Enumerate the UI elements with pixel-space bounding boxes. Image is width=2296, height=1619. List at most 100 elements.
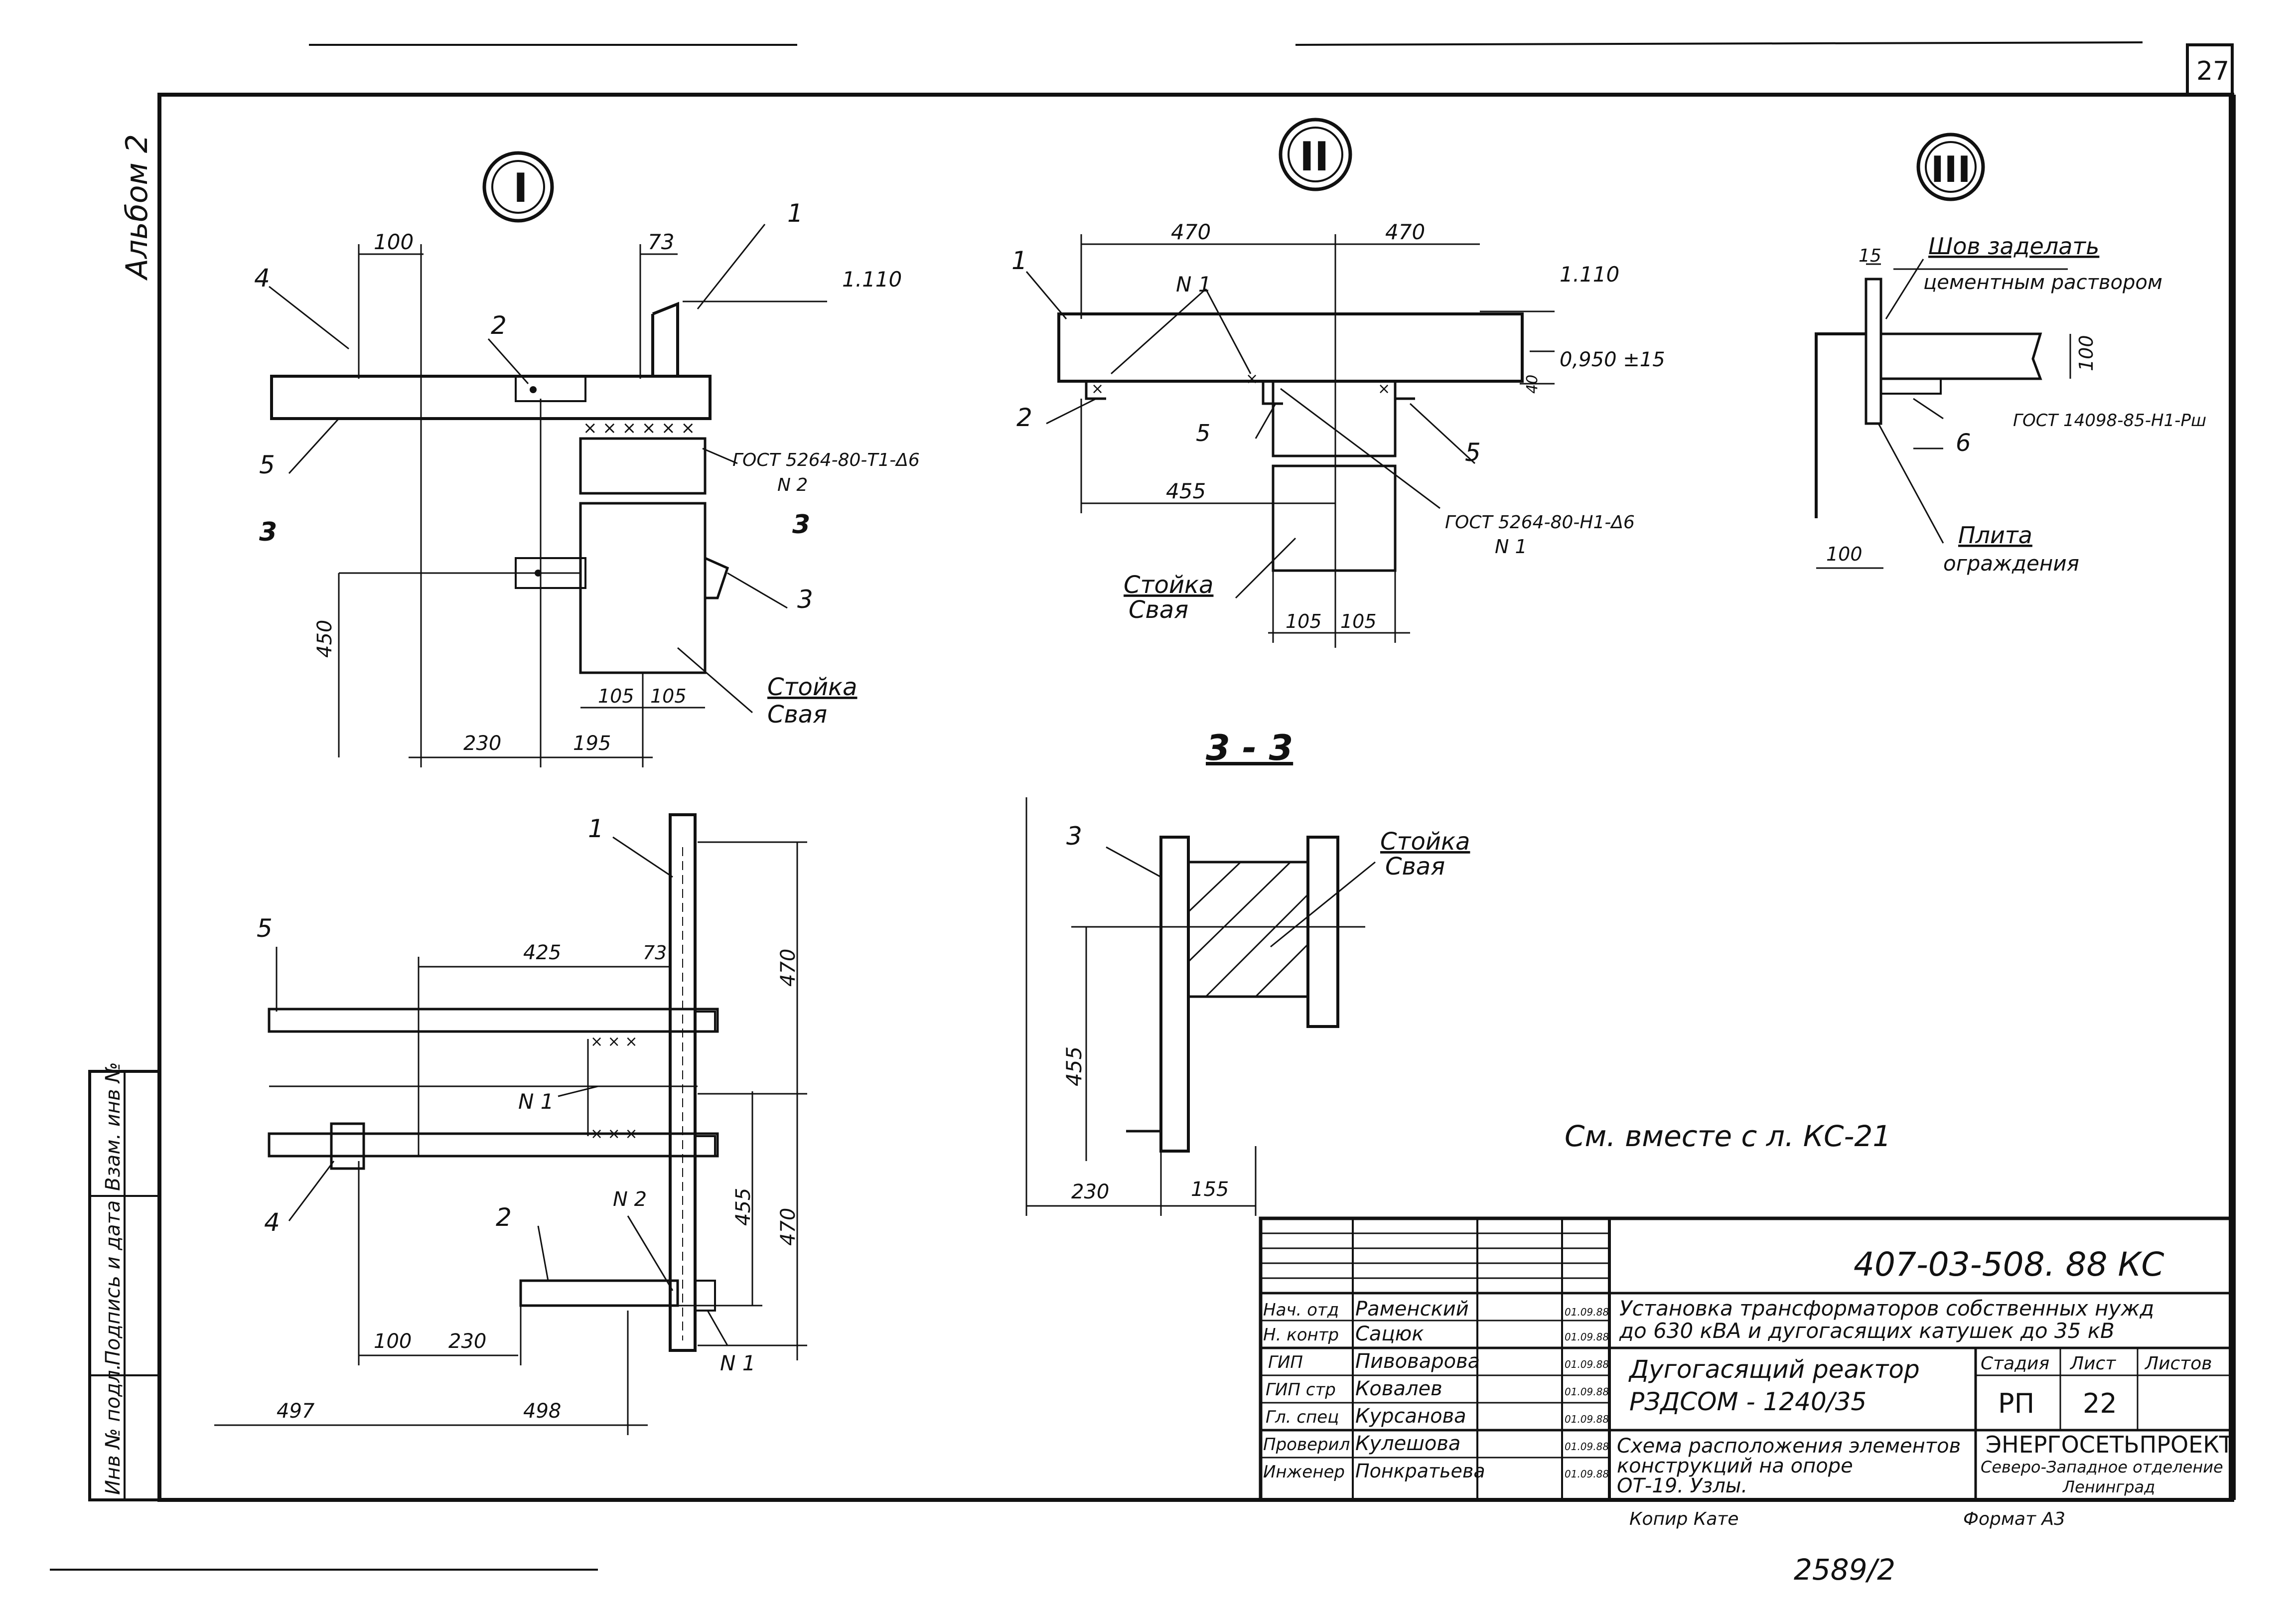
tb-code: 407-03-508. 88 КС bbox=[1854, 1245, 2164, 1284]
plan-dim-498: 498 bbox=[523, 1400, 561, 1423]
plan-n1a: N 1 bbox=[518, 1089, 554, 1114]
tb-org2: Северо-Западное отделение bbox=[1981, 1458, 2223, 1476]
detail-II-marker: II bbox=[1299, 134, 1329, 180]
tb-sheet-label: Лист bbox=[2069, 1353, 2116, 1374]
plan-dim-470a: 470 bbox=[777, 949, 800, 987]
plan-pos5: 5 bbox=[257, 914, 273, 943]
detail-II: II × × × 470 470 1.110 0,950 ±15 40 bbox=[1011, 118, 1665, 648]
detail-I-dim-230: 230 bbox=[463, 732, 501, 755]
inventory-number: 2589/2 bbox=[1794, 1553, 1895, 1587]
svg-text:× × ×: × × × bbox=[590, 1033, 637, 1050]
plan-view: × × × × × × 1 2 4 5 425 73 470 470 455 N… bbox=[214, 813, 807, 1435]
detail-III-gost: ГОСТ 14098-85-Н1-Рш bbox=[2013, 411, 2206, 431]
tb-person-date: 01.09.88 bbox=[1565, 1306, 1609, 1318]
tb-org1: ЭНЕРГОСЕТЬПРОЕКТ bbox=[1986, 1431, 2234, 1458]
detail-II-elev1: 1.110 bbox=[1560, 262, 1619, 287]
detail-I-svaya: Свая bbox=[767, 701, 827, 729]
tb-people: Нач. отд Раменский 01.09.88 Н. контр Сац… bbox=[1263, 1298, 1609, 1482]
see-also-note: См. вместе с л. КС-21 bbox=[1565, 1119, 1891, 1153]
tb-person-date: 01.09.88 bbox=[1565, 1331, 1609, 1343]
tb-stage: РП bbox=[1998, 1388, 2034, 1419]
tb-desc-line3: ОТ-19. Узлы. bbox=[1617, 1474, 1747, 1497]
section-3-3-dim-230: 230 bbox=[1071, 1180, 1109, 1203]
tb-person-name: Кулешова bbox=[1355, 1432, 1460, 1455]
tb-subtitle-line2: РЗДСОМ - 1240/35 bbox=[1629, 1387, 1866, 1416]
detail-III-note2: цементным раствором bbox=[1923, 271, 2162, 294]
detail-II-dim-455: 455 bbox=[1166, 479, 1206, 503]
title-block: 407-03-508. 88 КС Установка трансформато… bbox=[1259, 1216, 2234, 1502]
tb-person-role: Нач. отд bbox=[1263, 1300, 1339, 1320]
detail-II-svaya: Свая bbox=[1129, 596, 1188, 624]
detail-I-gost: ГОСТ 5264-80-Т1-Δ6 bbox=[732, 450, 920, 470]
svg-text:×: × bbox=[1091, 380, 1104, 398]
sheet-frame bbox=[157, 93, 2234, 1502]
detail-III-plita1: Плита bbox=[1958, 522, 2032, 549]
detail-I-elev: 1.110 bbox=[842, 267, 902, 292]
section-3-3: 3 - 3 3 Стойка Свая 455 230 155 bbox=[1025, 728, 1470, 1216]
detail-I-stoika: Стойка bbox=[767, 673, 857, 701]
svg-text:×: × bbox=[1246, 370, 1258, 388]
tb-person-role: Гл. спец bbox=[1266, 1407, 1339, 1427]
tb-title-line1: Установка трансформаторов собственных ну… bbox=[1619, 1296, 2154, 1321]
detail-I-dim-73: 73 bbox=[648, 230, 674, 254]
tb-person-date: 01.09.88 bbox=[1565, 1468, 1609, 1480]
detail-II-dim-40: 40 bbox=[1524, 375, 1541, 394]
detail-III-dim-15: 15 bbox=[1859, 246, 1881, 266]
tb-stage-label: Стадия bbox=[1981, 1353, 2049, 1374]
detail-III: III 15 Шов заделать цементным раствором … bbox=[1815, 133, 2206, 576]
plan-dim-470b: 470 bbox=[777, 1208, 800, 1246]
detail-I-pos2: 2 bbox=[491, 311, 507, 340]
detail-I-dim-450: 450 bbox=[313, 620, 336, 658]
copied-note: Копир Кате bbox=[1629, 1509, 1739, 1529]
tb-person-row: ГИП стр Ковалев 01.09.88 bbox=[1266, 1377, 1609, 1400]
svg-text:× × × × × ×: × × × × × × bbox=[583, 418, 695, 438]
tb-person-row: Н. контр Сацюк 01.09.88 bbox=[1263, 1323, 1609, 1345]
detail-I-pos1: 1 bbox=[787, 199, 803, 228]
tb-person-role: ГИП стр bbox=[1266, 1380, 1336, 1400]
tb-person-role: Инженер bbox=[1263, 1462, 1345, 1482]
plan-pos1: 1 bbox=[588, 814, 604, 843]
album-label: Альбом 2 bbox=[120, 134, 154, 281]
tb-person-name: Понкратьева bbox=[1355, 1460, 1485, 1482]
page-number: 27 bbox=[2196, 56, 2229, 86]
section-3-3-stoika: Стойка bbox=[1380, 828, 1470, 856]
tb-person-date: 01.09.88 bbox=[1565, 1441, 1609, 1453]
detail-I-dim-100: 100 bbox=[374, 230, 414, 254]
svg-text:×: × bbox=[1378, 380, 1390, 398]
detail-I-pos5: 5 bbox=[259, 450, 275, 479]
detail-II-dim-470b: 470 bbox=[1385, 220, 1425, 244]
detail-III-dim-100: 100 bbox=[1826, 543, 1863, 565]
detail-II-dim-470a: 470 bbox=[1171, 220, 1211, 244]
detail-II-gost: ГОСТ 5264-80-Н1-Δ6 bbox=[1445, 512, 1635, 533]
tb-person-name: Ковалев bbox=[1355, 1377, 1442, 1400]
detail-II-n1b: N 1 bbox=[1495, 536, 1527, 558]
plan-n2: N 2 bbox=[613, 1188, 647, 1211]
strip-inv-podl: Инв № подл. bbox=[102, 1364, 125, 1495]
detail-III-note1: Шов заделать bbox=[1928, 233, 2099, 260]
page-number-box: 27 bbox=[2186, 43, 2234, 96]
detail-I-marker: I bbox=[513, 165, 528, 211]
detail-II-elev2: 0,950 ±15 bbox=[1560, 348, 1665, 371]
tb-person-name: Пивоварова bbox=[1355, 1350, 1480, 1373]
plan-dim-73: 73 bbox=[643, 942, 667, 964]
tb-person-row: Инженер Понкратьева 01.09.88 bbox=[1263, 1460, 1609, 1482]
tb-person-row: Гл. спец Курсанова 01.09.88 bbox=[1266, 1405, 1609, 1428]
plan-pos2: 2 bbox=[496, 1203, 512, 1232]
plan-dim-100: 100 bbox=[374, 1330, 412, 1353]
svg-text:× × ×: × × × bbox=[590, 1125, 637, 1143]
tb-org3: Ленинград bbox=[2062, 1477, 2155, 1496]
plan-pos4: 4 bbox=[264, 1208, 280, 1237]
tb-person-date: 01.09.88 bbox=[1565, 1386, 1609, 1398]
plan-dim-425: 425 bbox=[523, 941, 561, 964]
detail-I-pos3: 3 bbox=[797, 585, 813, 614]
plan-dim-497: 497 bbox=[277, 1400, 315, 1423]
detail-I-section-left: 3 bbox=[259, 517, 277, 547]
detail-III-pos6: 6 bbox=[1956, 429, 1971, 457]
tb-desc-line1: Схема расположения элементов bbox=[1617, 1435, 1961, 1458]
tb-person-name: Сацюк bbox=[1355, 1323, 1424, 1345]
left-stamp-strip: Инв № подл. Подпись и дата Взам. инв № bbox=[88, 1062, 161, 1501]
detail-II-pos1: 1 bbox=[1011, 246, 1027, 275]
detail-I-dim-195: 195 bbox=[573, 732, 611, 755]
tb-person-date: 01.09.88 bbox=[1565, 1358, 1609, 1370]
detail-III-plita2: ограждения bbox=[1943, 551, 2079, 576]
